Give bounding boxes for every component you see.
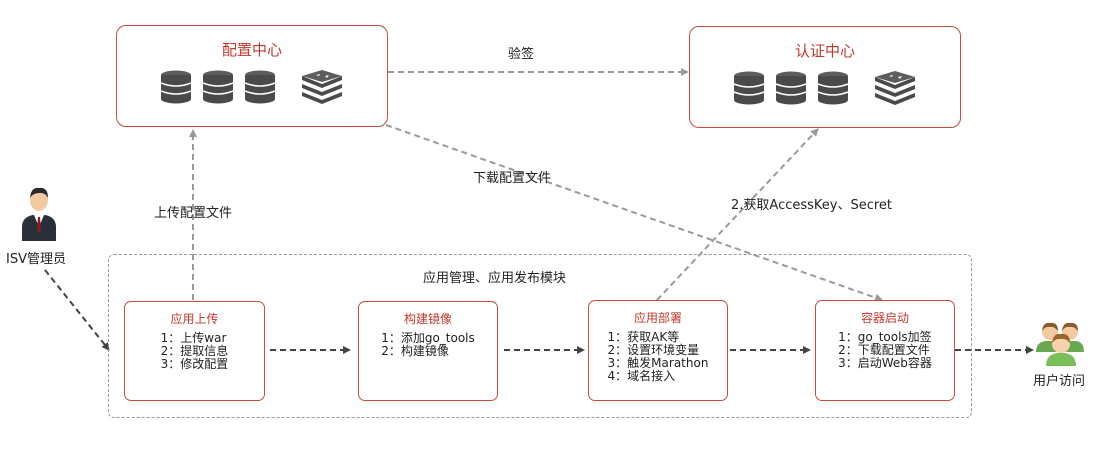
step-item: 2：提取信息 <box>160 344 229 358</box>
edge-download-config <box>385 124 883 302</box>
module-title: 应用上传 <box>170 312 219 326</box>
module-build-image: 构建镜像 1：添加go_tools 2：构建镜像 <box>358 301 498 401</box>
step-item: 1：添加go_tools <box>381 331 475 345</box>
step-item: 3：触发Marathon <box>607 356 709 370</box>
module-app-upload: 应用上传 1：上传war 2：提取信息 3：修改配置 <box>124 301 265 401</box>
database-icon <box>202 70 234 104</box>
auth-center-box: 认证中心 <box>689 26 961 128</box>
database-icon <box>160 70 192 104</box>
module-app-deploy: 应用部署 1：获取AK等 2：设置环境变量 3：触发Marathon 4：域名接… <box>588 300 728 401</box>
user-group-icon <box>1036 322 1084 366</box>
step-item: 4：域名接入 <box>607 369 676 383</box>
edge-get-keys <box>656 128 819 301</box>
step-item: 2：构建镜像 <box>381 344 449 358</box>
step-item: 1：go_tools加签 <box>838 330 932 344</box>
step-item: 1：获取AK等 <box>607 330 680 344</box>
upload-config-label: 上传配置文件 <box>154 206 233 221</box>
module-container-start: 容器启动 1：go_tools加签 2：下载配置文件 3：启动Web容器 <box>815 300 955 401</box>
businessman-icon <box>22 187 56 241</box>
module-group-title: 应用管理、应用发布模块 <box>423 271 567 286</box>
module-title: 容器启动 <box>860 311 909 325</box>
database-icon <box>244 70 276 104</box>
step-item: 2：设置环境变量 <box>607 343 700 357</box>
download-config-label: 下载配置文件 <box>473 171 552 186</box>
user-access-label: 用户访问 <box>1033 374 1086 389</box>
get-keys-label: 2.获取AccessKey、Secret <box>731 198 893 213</box>
redis-icon <box>302 70 342 104</box>
step-item: 3：启动Web容器 <box>838 356 932 370</box>
module-group-frame <box>108 254 972 418</box>
edge-admin-to-modules <box>44 269 110 351</box>
config-center-title: 配置中心 <box>221 41 282 59</box>
redis-icon <box>875 71 915 105</box>
isv-admin-label: ISV管理员 <box>6 252 66 267</box>
step-item: 2：下载配置文件 <box>838 343 930 357</box>
database-icon <box>817 71 849 105</box>
database-icon <box>775 71 807 105</box>
auth-center-title: 认证中心 <box>794 42 855 60</box>
module-title: 应用部署 <box>633 311 682 325</box>
module-title: 构建镜像 <box>403 312 452 326</box>
step-item: 3：修改配置 <box>160 357 229 371</box>
database-icon <box>733 71 765 105</box>
verify-signature-label: 验签 <box>508 47 535 62</box>
config-center-box: 配置中心 <box>116 25 388 127</box>
step-item: 1：上传war <box>160 331 227 345</box>
